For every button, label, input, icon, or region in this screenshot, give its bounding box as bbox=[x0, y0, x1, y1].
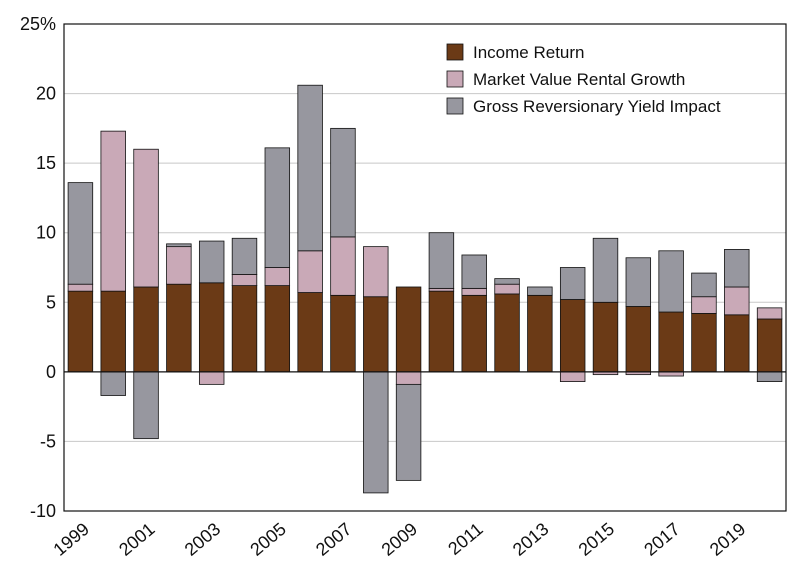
bar-2000-market-value-rental-growth bbox=[100, 130, 126, 292]
y-tick-label: 5 bbox=[46, 292, 56, 312]
bar-2015-gross-reversionary-yield-impact bbox=[592, 237, 619, 303]
x-tick-label: 2013 bbox=[509, 519, 553, 560]
bar-2007-gross-reversionary-yield-impact bbox=[330, 127, 356, 238]
x-tick-label: 2001 bbox=[115, 519, 159, 560]
bar-2001-market-value-rental-growth bbox=[133, 148, 159, 288]
bar-1999-gross-reversionary-yield-impact bbox=[67, 182, 94, 285]
bar-2019-market-value-rental-growth bbox=[724, 286, 750, 316]
bar-2013-gross-reversionary-yield-impact bbox=[527, 286, 553, 296]
bar-2009-gross-reversionary-yield-impact bbox=[395, 383, 422, 481]
bar-2018-gross-reversionary-yield-impact bbox=[691, 272, 717, 298]
bar-2017-gross-reversionary-yield-impact bbox=[658, 250, 684, 313]
bar-2011-gross-reversionary-yield-impact bbox=[461, 254, 487, 289]
bar-2008-gross-reversionary-yield-impact bbox=[363, 371, 389, 494]
bar-2007-income-return bbox=[330, 294, 356, 373]
x-tick-label: 2017 bbox=[640, 519, 684, 560]
bar-2000-income-return bbox=[100, 290, 126, 373]
bar-2003-market-value-rental-growth bbox=[198, 371, 225, 385]
x-tick-label: 2007 bbox=[312, 519, 356, 560]
legend-label: Income Return bbox=[473, 43, 585, 62]
legend-label: Gross Reversionary Yield Impact bbox=[473, 97, 721, 116]
bar-2000-gross-reversionary-yield-impact bbox=[100, 371, 126, 396]
legend-label: Market Value Rental Growth bbox=[473, 70, 685, 89]
bar-2010-gross-reversionary-yield-impact bbox=[428, 232, 455, 289]
bar-2010-market-value-rental-growth bbox=[428, 287, 455, 292]
bar-2017-market-value-rental-growth bbox=[658, 371, 684, 377]
bar-2005-gross-reversionary-yield-impact bbox=[264, 147, 291, 268]
bar-2018-market-value-rental-growth bbox=[691, 296, 717, 314]
bar-2020-market-value-rental-growth bbox=[756, 307, 783, 320]
bar-2002-market-value-rental-growth bbox=[166, 246, 192, 285]
bar-2016-gross-reversionary-yield-impact bbox=[625, 257, 652, 307]
bar-2014-gross-reversionary-yield-impact bbox=[559, 267, 586, 300]
x-axis-ticks: 1999 2001 2003 2005 2007 2009 2011 2013 2015 2017… bbox=[49, 519, 749, 560]
bar-1999-income-return bbox=[67, 290, 94, 373]
bar-2004-gross-reversionary-yield-impact bbox=[231, 237, 258, 275]
bar-2017-income-return bbox=[658, 311, 684, 373]
legend-swatch bbox=[446, 70, 464, 88]
bar-2012-market-value-rental-growth bbox=[494, 283, 520, 295]
bar-2005-income-return bbox=[264, 285, 291, 373]
bar-2019-income-return bbox=[724, 314, 750, 373]
y-tick-label: -5 bbox=[40, 431, 56, 451]
x-tick-label: 2009 bbox=[378, 519, 422, 560]
x-tick-label: 2011 bbox=[444, 519, 487, 559]
bar-2008-market-value-rental-growth bbox=[363, 246, 389, 298]
bar-2001-gross-reversionary-yield-impact bbox=[133, 371, 159, 440]
bar-2010-income-return bbox=[428, 290, 455, 373]
bars bbox=[67, 84, 783, 494]
x-tick-label: 2003 bbox=[181, 519, 225, 560]
bar-1999-market-value-rental-growth bbox=[67, 283, 94, 292]
x-tick-label: 2019 bbox=[706, 519, 750, 560]
bar-2009-market-value-rental-growth bbox=[395, 371, 422, 385]
y-tick-label: 25% bbox=[20, 14, 56, 34]
bar-2004-market-value-rental-growth bbox=[231, 274, 258, 286]
bar-2006-income-return bbox=[297, 292, 323, 373]
bar-2001-income-return bbox=[133, 286, 159, 373]
y-axis-ticks: -10 -5 0 5 10 15 20 25% bbox=[20, 14, 56, 521]
bar-2011-market-value-rental-growth bbox=[461, 287, 487, 296]
bar-2006-market-value-rental-growth bbox=[297, 250, 323, 293]
bar-2011-income-return bbox=[461, 294, 487, 373]
x-tick-label: 1999 bbox=[49, 519, 93, 560]
bar-2016-income-return bbox=[625, 306, 652, 373]
bar-2018-income-return bbox=[691, 313, 717, 373]
bar-2014-market-value-rental-growth bbox=[559, 371, 586, 382]
bar-2004-income-return bbox=[231, 285, 258, 373]
bar-2003-gross-reversionary-yield-impact bbox=[198, 240, 225, 284]
bar-2002-gross-reversionary-yield-impact bbox=[166, 243, 192, 248]
y-tick-label: 0 bbox=[46, 362, 56, 382]
x-tick-label: 2015 bbox=[575, 519, 619, 560]
y-tick-label: -10 bbox=[30, 501, 56, 521]
bar-2013-income-return bbox=[527, 294, 553, 373]
bar-2002-income-return bbox=[166, 283, 192, 373]
x-tick-label: 2005 bbox=[246, 519, 290, 560]
bar-2003-income-return bbox=[198, 282, 225, 373]
bar-2019-gross-reversionary-yield-impact bbox=[724, 249, 750, 288]
legend-swatch bbox=[446, 97, 464, 115]
bar-2015-income-return bbox=[592, 301, 619, 373]
bar-2005-market-value-rental-growth bbox=[264, 267, 291, 286]
y-tick-label: 10 bbox=[36, 223, 56, 243]
bar-2012-income-return bbox=[494, 293, 520, 373]
bar-2006-gross-reversionary-yield-impact bbox=[297, 84, 323, 252]
bar-2020-gross-reversionary-yield-impact bbox=[756, 371, 783, 382]
bar-2007-market-value-rental-growth bbox=[330, 236, 356, 296]
bar-2012-gross-reversionary-yield-impact bbox=[494, 278, 520, 285]
bar-2020-income-return bbox=[756, 318, 783, 373]
legend-swatch bbox=[446, 43, 464, 61]
y-tick-label: 15 bbox=[36, 153, 56, 173]
bar-2014-income-return bbox=[559, 299, 586, 373]
bar-2009-income-return bbox=[395, 286, 422, 373]
plot-frame bbox=[63, 23, 787, 512]
bar-2008-income-return bbox=[363, 296, 389, 373]
y-tick-label: 20 bbox=[36, 84, 56, 104]
